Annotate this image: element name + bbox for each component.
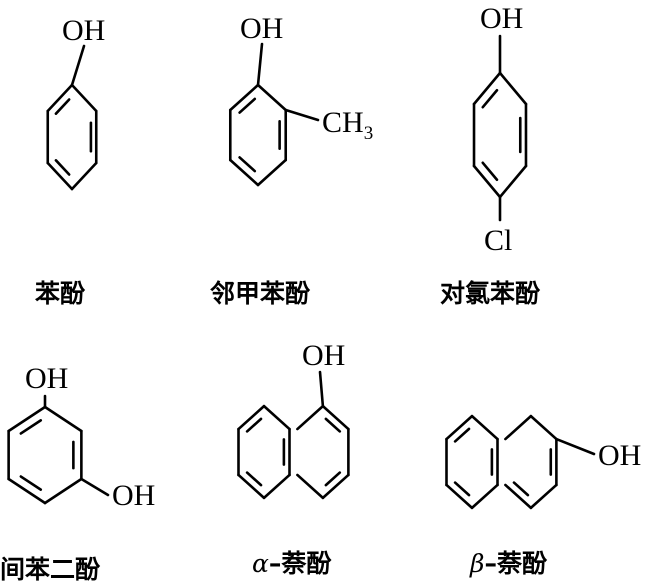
alpha-c-o-bond <box>318 370 325 408</box>
alpha-left-ring-bond <box>237 473 266 500</box>
phenol-c-o-bond <box>70 44 86 87</box>
resorcinol-ring-bond <box>43 405 83 433</box>
alpha-right-ring-bond <box>296 473 325 500</box>
phenol-ring-bond <box>46 161 74 191</box>
label-p-chlorophenol: 对氯苯酚 <box>440 279 541 308</box>
o-cresol-ring-bond <box>228 83 260 112</box>
o-cresol-ring-bond <box>256 158 288 187</box>
beta-left-ring-bond <box>470 414 499 441</box>
label-alpha-naphthol: α–萘酚 <box>252 549 332 578</box>
phenol-ring-double-bond <box>54 159 71 176</box>
p-chlorophenol-ring-bond <box>498 164 528 199</box>
alpha-right-ring-double-bond <box>324 471 342 487</box>
o-cresol-ring-double-bond <box>238 97 257 114</box>
resorcinol-ring-bond <box>43 477 83 505</box>
label-resorcinol: 间苯二酚 <box>0 555 101 583</box>
beta-right-ring-double-bond <box>512 481 530 497</box>
alpha-right-ring-bond <box>321 473 350 500</box>
resorcinol-oh-2: OH <box>112 479 155 512</box>
alpha-naphthol-oh: OH <box>302 339 345 372</box>
p-chlorophenol-oh: OH <box>480 2 523 35</box>
beta-right-ring-bond <box>504 483 533 510</box>
o-cresol-ch3: CH3 <box>322 106 373 144</box>
resorcinol-ring-bond <box>7 405 47 433</box>
phenol-ring-bond <box>46 83 74 113</box>
beta-right-ring-bond <box>529 483 558 510</box>
p-chlorophenol-ring-double-bond <box>481 161 499 182</box>
beta-left-ring-bond <box>470 483 499 510</box>
beta-left-ring-bond <box>445 414 474 441</box>
label-beta-naphthol: β–萘酚 <box>469 549 548 578</box>
phenol-oh: OH <box>62 14 105 47</box>
p-chlorophenol-ring-bond <box>472 164 502 199</box>
resorcinol-ring-bond <box>7 477 47 505</box>
alpha-right-ring-double-bond <box>324 417 342 433</box>
resorcinol-oh-1: OH <box>25 362 68 395</box>
beta-left-ring-double-bond <box>453 427 471 443</box>
o-cresol-c-o-bond <box>256 42 264 87</box>
alpha-right-ring-bond <box>296 404 325 431</box>
p-chlorophenol-cl: Cl <box>484 224 512 257</box>
o-cresol-oh: OH <box>240 12 283 45</box>
phenol-ring-bond <box>70 161 98 191</box>
resorcinol-c-o2-bond <box>80 477 110 497</box>
resorcinol-ring-double-bond <box>19 475 43 491</box>
beta-right-ring-bond <box>529 414 558 441</box>
o-cresol-ring-bond <box>256 83 288 112</box>
alpha-left-ring-double-bond <box>245 471 263 487</box>
alpha-left-ring-double-bond <box>245 417 263 433</box>
alpha-right-ring-bond <box>321 404 350 431</box>
alpha-left-ring-bond <box>237 404 266 431</box>
label-o-cresol: 邻甲苯酚 <box>210 279 311 308</box>
beta-left-ring-bond <box>445 483 474 510</box>
beta-c-o-bond <box>555 437 596 456</box>
o-cresol-ring-double-bond <box>238 156 257 173</box>
beta-right-ring-bond <box>504 414 533 441</box>
phenol-ring-double-bond <box>54 98 71 115</box>
phenol-ring-bond <box>70 83 98 113</box>
p-chlorophenol-ring-double-bond <box>481 88 499 109</box>
p-chlorophenol-ring-bond <box>498 71 528 106</box>
o-cresol-ring-bond <box>228 158 260 187</box>
alpha-left-ring-bond <box>262 473 291 500</box>
beta-left-ring-double-bond <box>453 481 471 497</box>
alpha-left-ring-bond <box>262 404 291 431</box>
resorcinol-ring-double-bond <box>19 419 43 435</box>
beta-naphthol-oh: OH <box>598 439 641 472</box>
o-cresol-c-ch3-bond <box>284 108 320 122</box>
label-phenol: 苯酚 <box>34 279 86 308</box>
p-chlorophenol-ring-bond <box>472 71 502 106</box>
bonds <box>7 34 596 510</box>
